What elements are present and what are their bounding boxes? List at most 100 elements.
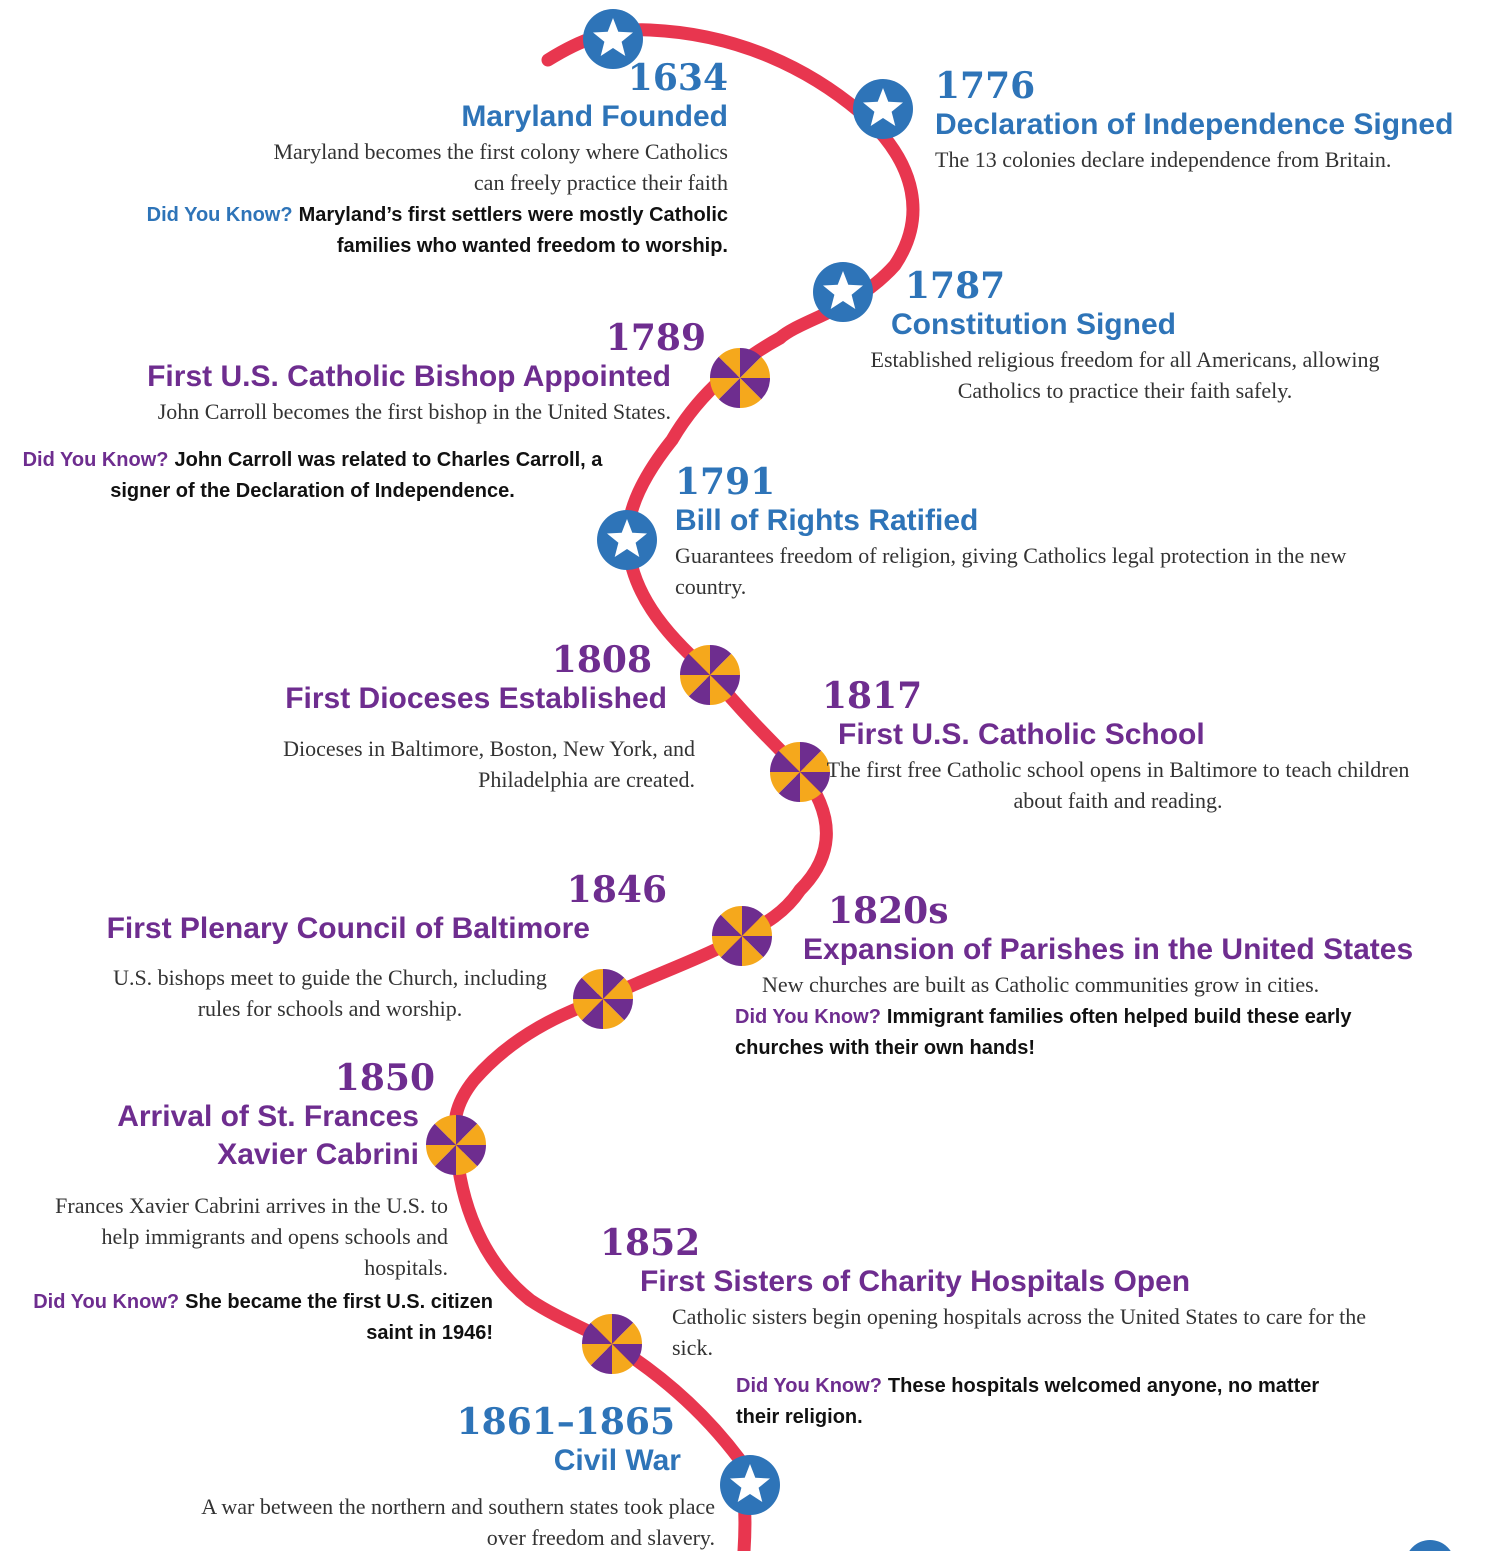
pinwheel-segment — [742, 936, 772, 958]
did-you-know-label: Did You Know? — [22, 449, 169, 471]
event-1846-desc: U.S. bishops meet to guide the Church, i… — [100, 962, 560, 1024]
event-1861-1865: 1861–1865 Civil War — [185, 1402, 685, 1480]
event-description: Catholic sisters begin opening hospitals… — [672, 1304, 1367, 1360]
pinwheel-segment — [710, 653, 740, 675]
pinwheel-icon — [680, 645, 740, 705]
pinwheel-segment — [742, 914, 772, 936]
pinwheel-segment — [612, 1344, 642, 1366]
pinwheel-segment — [740, 348, 762, 378]
event-1634: 1634 Maryland Founded Maryland becomes t… — [28, 58, 728, 262]
event-description: Dioceses in Baltimore, Boston, New York,… — [283, 736, 695, 792]
did-you-know-text: She became the first U.S. citizen saint … — [185, 1291, 493, 1344]
event-1791: 1791 Bill of Rights Ratified Guarantees … — [675, 462, 1405, 602]
star-icon — [583, 9, 643, 69]
star-icon — [813, 262, 873, 322]
event-year: 1787 — [905, 265, 1006, 307]
event-1776: 1776 Declaration of Independence Signed … — [935, 66, 1505, 175]
pinwheel-segment — [800, 772, 822, 802]
event-description: New churches are built as Catholic commu… — [762, 972, 1320, 997]
did-you-know-label: Did You Know? — [33, 1291, 180, 1313]
pinwheel-icon — [426, 1115, 486, 1175]
event-1850-body: Frances Xavier Cabrini arrives in the U.… — [18, 1190, 498, 1349]
pinwheel-segment — [778, 772, 800, 802]
pinwheel-segment — [712, 936, 742, 958]
pinwheel-segment — [603, 999, 625, 1029]
pinwheel-segment — [740, 378, 762, 408]
marker-1791 — [597, 510, 657, 570]
event-year: 1861–1865 — [456, 1401, 675, 1443]
pinwheel-segment — [710, 645, 732, 675]
marker-1817 — [770, 742, 830, 802]
pinwheel-segment — [573, 977, 603, 999]
event-1820s: 1820s Expansion of Parishes in the Unite… — [735, 890, 1500, 1064]
event-title: Expansion of Parishes in the United Stat… — [803, 933, 1414, 966]
partial-star-marker — [1405, 1540, 1455, 1551]
marker-1634 — [583, 9, 643, 69]
pinwheel-segment — [426, 1145, 456, 1167]
pinwheel-segment — [582, 1322, 612, 1344]
event-title: Civil War — [553, 1444, 681, 1477]
event-year: 1776 — [935, 65, 1036, 107]
marker-1808 — [680, 645, 740, 705]
event-year: 1850 — [334, 1057, 435, 1099]
event-title: First Plenary Council of Baltimore — [106, 912, 590, 945]
pinwheel-segment — [710, 378, 740, 400]
marker-1850 — [426, 1115, 486, 1175]
star-icon — [1409, 1540, 1451, 1551]
pinwheel-segment — [742, 936, 764, 966]
pinwheel-segment — [456, 1123, 486, 1145]
event-description: Maryland becomes the first colony where … — [273, 139, 728, 195]
did-you-know-text: These hospitals welcomed anyone, no matt… — [736, 1375, 1320, 1428]
pinwheel-segment — [710, 675, 740, 697]
pinwheel-icon — [770, 742, 830, 802]
pinwheel-segment — [680, 675, 710, 697]
event-title: Bill of Rights Ratified — [675, 504, 979, 537]
event-1808-desc: Dioceses in Baltimore, Boston, New York,… — [195, 733, 695, 795]
event-year: 1634 — [627, 57, 728, 99]
did-you-know-text: John Carroll was related to Charles Carr… — [110, 449, 603, 502]
pinwheel-segment — [800, 750, 830, 772]
event-1846: 1846 First Plenary Council of Baltimore — [27, 870, 667, 948]
pinwheel-segment — [718, 348, 740, 378]
event-year: 1852 — [600, 1222, 701, 1264]
pinwheel-icon — [573, 969, 633, 1029]
marker-1846 — [573, 969, 633, 1029]
marker-1787 — [813, 262, 873, 322]
event-title: Arrival of St. Frances Xavier Cabrini — [117, 1100, 419, 1171]
did-you-know: Did You Know?Maryland’s first settlers w… — [108, 200, 728, 262]
event-1861-1865-desc: A war between the northern and southern … — [160, 1491, 715, 1553]
pinwheel-icon — [710, 348, 770, 408]
marker-1789 — [710, 348, 770, 408]
star-icon — [597, 510, 657, 570]
pinwheel-segment — [434, 1145, 456, 1175]
pinwheel-icon — [582, 1314, 642, 1374]
pinwheel-segment — [603, 999, 633, 1021]
event-year: 1846 — [566, 869, 667, 911]
pinwheel-segment — [581, 969, 603, 999]
event-year: 1789 — [605, 317, 706, 359]
pinwheel-segment — [800, 742, 822, 772]
pinwheel-segment — [720, 936, 742, 966]
event-description: U.S. bishops meet to guide the Church, i… — [113, 965, 547, 1021]
pinwheel-segment — [710, 356, 740, 378]
event-title: Maryland Founded — [461, 100, 728, 133]
pinwheel-segment — [778, 742, 800, 772]
event-1787: 1787 Constitution Signed Established rel… — [855, 266, 1395, 406]
pinwheel-segment — [456, 1115, 478, 1145]
pinwheel-segment — [712, 914, 742, 936]
marker-1820s — [712, 906, 772, 966]
pinwheel-segment — [770, 772, 800, 794]
pinwheel-segment — [603, 969, 625, 999]
did-you-know: Did You Know?She became the first U.S. c… — [18, 1287, 493, 1349]
event-1850: 1850 Arrival of St. Frances Xavier Cabri… — [19, 1058, 435, 1174]
pinwheel-segment — [426, 1123, 456, 1145]
event-description: John Carroll becomes the first bishop in… — [157, 399, 671, 424]
event-description: The 13 colonies declare independence fro… — [935, 147, 1392, 172]
event-year: 1820s — [828, 890, 949, 932]
star-icon — [853, 79, 913, 139]
event-description: Frances Xavier Cabrini arrives in the U.… — [55, 1193, 448, 1280]
pinwheel-segment — [612, 1314, 634, 1344]
pinwheel-segment — [740, 378, 770, 400]
event-title: First Sisters of Charity Hospitals Open — [640, 1265, 1191, 1298]
event-year: 1791 — [675, 461, 776, 503]
